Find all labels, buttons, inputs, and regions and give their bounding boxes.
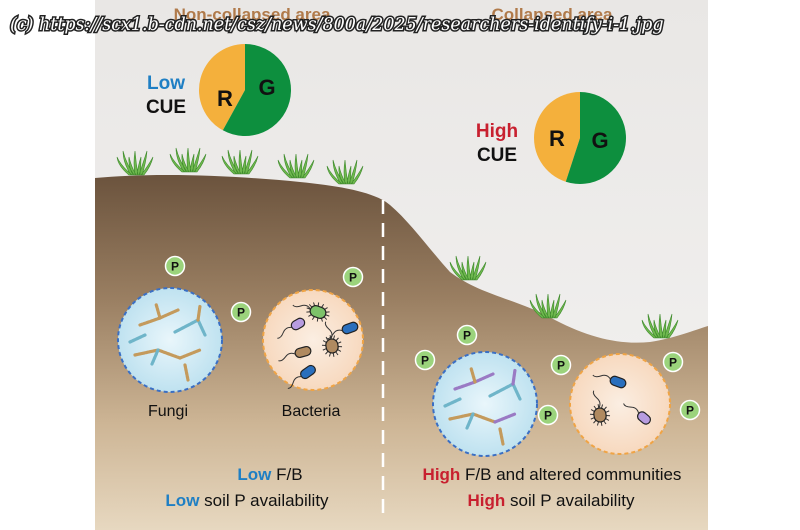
right-summary-line1: High F/B and altered communities	[423, 465, 682, 484]
left-pie-G-label: G	[258, 75, 275, 100]
bacterium-cell	[292, 302, 330, 322]
left-pie-growth-slice	[222, 44, 291, 136]
hypha-branch	[469, 366, 477, 384]
phosphorus-badge: P	[342, 266, 364, 288]
right-pie-R-label: R	[549, 126, 565, 151]
hypha-branch	[196, 304, 202, 322]
grass-tuft	[449, 255, 487, 281]
bacterium-cell	[326, 321, 359, 340]
phosphorus-label: P	[686, 404, 694, 418]
left-pie-respiration-slice	[198, 44, 245, 131]
hypha-branch	[443, 397, 462, 408]
hypha-branch	[493, 412, 517, 424]
bacteria-label: Bacteria	[282, 403, 341, 420]
left-area-title: Non-collapsed area	[174, 5, 331, 24]
watermark-url: (c) https://scx1.b-cdn.net/csz/news/800a…	[10, 15, 664, 35]
soil-layer	[95, 175, 708, 530]
left-cue-label: CUE	[146, 97, 186, 118]
right-pie-growth-slice	[565, 92, 626, 184]
bacteria-cells-icon	[277, 302, 359, 390]
right-summary-line2-level: High	[468, 491, 506, 510]
phosphorus-label: P	[171, 260, 179, 274]
hypha-branch	[465, 412, 475, 430]
hypha-branch	[128, 333, 147, 344]
phosphorus-label: P	[669, 356, 677, 370]
phosphorus-label: P	[421, 354, 429, 368]
grass-tuft	[116, 150, 154, 176]
left-summary-line1-text: F/B	[271, 465, 302, 484]
grass-tuft	[326, 159, 364, 185]
grass-tuft	[641, 313, 679, 339]
phosphorus-badges: P P P P P P P P P	[164, 255, 701, 426]
grass-tufts	[116, 147, 679, 339]
right-fungi-circle	[432, 351, 538, 457]
bacterium-cell	[278, 345, 312, 362]
hypha-branch	[498, 427, 505, 446]
fungal-hyphae-icon	[443, 366, 522, 446]
right-pie-respiration-slice	[534, 92, 580, 182]
left-pie-R-label: R	[217, 86, 233, 111]
bacterium-cell	[287, 364, 316, 390]
phosphorus-badge: P	[679, 399, 701, 421]
phosphorus-badge: P	[456, 324, 478, 346]
left-summary-line2: Low soil P availability	[165, 491, 329, 510]
phosphorus-badge: P	[550, 354, 572, 376]
grass-tuft	[529, 293, 567, 319]
phosphorus-label: P	[557, 359, 565, 373]
phosphorus-badge: P	[164, 255, 186, 277]
left-summary-line2-text: soil P availability	[199, 491, 329, 510]
left-fungi-circle	[117, 287, 223, 393]
right-summary-line2-text: soil P availability	[505, 491, 635, 510]
phosphorus-label: P	[544, 409, 552, 423]
left-summary-line2-level: Low	[165, 491, 200, 510]
bacterium-cell	[321, 321, 343, 357]
right-summary-line1-level: High	[423, 465, 461, 484]
right-area-title: Collapsed area	[492, 5, 613, 24]
right-bacteria-circle	[569, 353, 671, 455]
hypha-branch	[183, 363, 190, 382]
right-cue-pie: R G	[534, 92, 626, 184]
left-cue-level: Low	[147, 73, 185, 94]
bacterium-cell	[623, 403, 652, 425]
phosphorus-label: P	[349, 271, 357, 285]
hypha-branch	[511, 368, 517, 386]
left-cue-pie: R G	[198, 44, 291, 136]
bacteria-cells-icon	[589, 374, 652, 426]
right-cue-level: High	[476, 121, 518, 142]
grass-tuft	[277, 153, 315, 179]
phosphorus-badge: P	[230, 301, 252, 323]
left-summary-line1-level: Low	[237, 465, 272, 484]
phosphorus-label: P	[237, 306, 245, 320]
phosphorus-badge: P	[662, 351, 684, 373]
fungal-hyphae-icon	[128, 302, 207, 382]
right-summary-line1-text: F/B and altered communities	[460, 465, 681, 484]
bacterium-cell	[277, 317, 306, 339]
fungi-label: Fungi	[148, 403, 188, 420]
left-bacteria-circle	[262, 289, 364, 391]
bacterium-cell	[592, 374, 627, 389]
grass-tuft	[221, 149, 259, 175]
phosphorus-label: P	[463, 329, 471, 343]
phosphorus-badge: P	[414, 349, 436, 371]
bacterium-cell	[589, 390, 611, 426]
right-pie-G-label: G	[591, 128, 608, 153]
right-summary-line2: High soil P availability	[468, 491, 635, 510]
phosphorus-badge: P	[537, 404, 559, 426]
left-summary-line1: Low F/B	[237, 465, 302, 484]
hypha-branch	[150, 348, 160, 366]
hypha-branch	[178, 348, 202, 360]
right-cue-label: CUE	[477, 145, 517, 166]
grass-tuft	[169, 147, 207, 173]
hypha-branch	[154, 302, 162, 320]
